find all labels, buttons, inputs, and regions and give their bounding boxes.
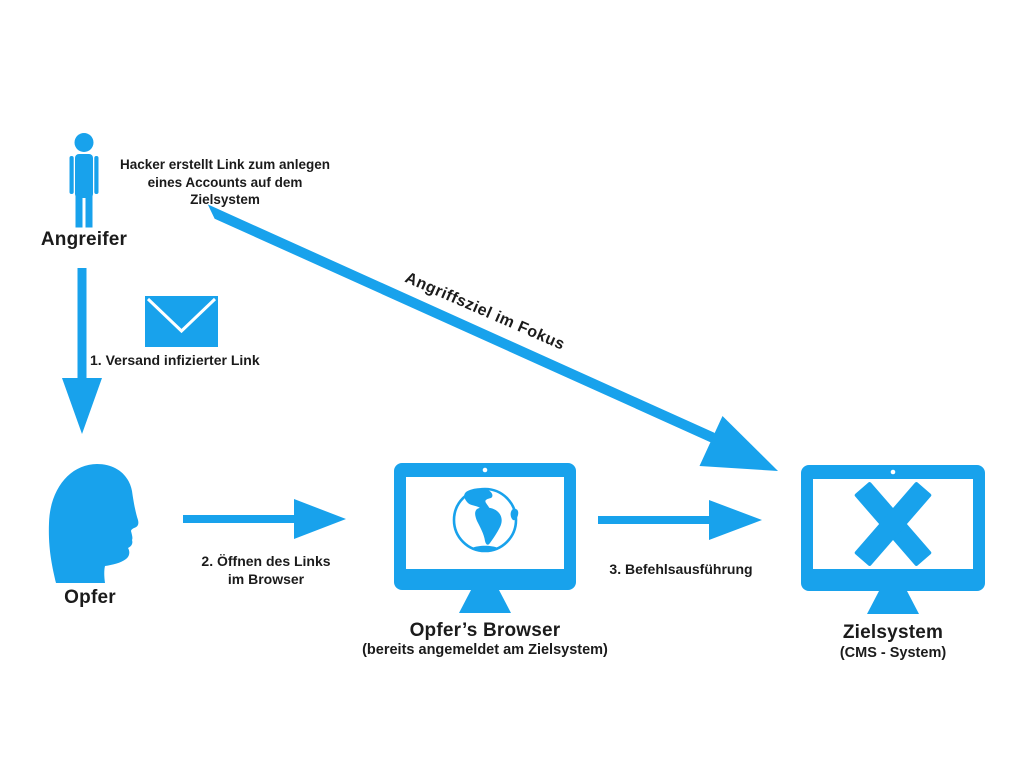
head-profile-icon	[48, 464, 139, 583]
arrow-diagonal-focus	[207, 204, 778, 471]
target-sublabel: (CMS - System)	[839, 645, 947, 661]
attacker-note: Hacker erstellt Link zum anlegen eines A…	[119, 157, 331, 208]
arrow-right-step2	[183, 499, 346, 539]
victim-label: Opfer	[64, 587, 116, 608]
browser-label: Opfer’s Browser	[409, 620, 561, 641]
step2-label: 2. Öffnen des Links im Browser	[201, 553, 331, 588]
step1-label: 1. Versand infizierter Link	[90, 352, 260, 368]
arrow-right-step3	[598, 500, 762, 540]
browser-sublabel: (bereits angemeldet am Zielsystem)	[362, 642, 608, 658]
monitor-globe-icon	[394, 463, 576, 613]
step3-label: 3. Befehlsausführung	[609, 561, 753, 577]
arrow-down-step1	[62, 268, 102, 434]
camera-dot-icon	[890, 469, 896, 475]
x-mark-icon	[854, 482, 932, 566]
camera-dot-icon	[482, 467, 488, 473]
monitor-x-icon	[801, 465, 985, 614]
attacker-label: Angreifer	[40, 229, 128, 250]
target-label: Zielsystem	[842, 622, 944, 643]
globe-icon	[452, 487, 519, 553]
person-icon	[69, 133, 99, 228]
envelope-icon	[145, 296, 218, 347]
